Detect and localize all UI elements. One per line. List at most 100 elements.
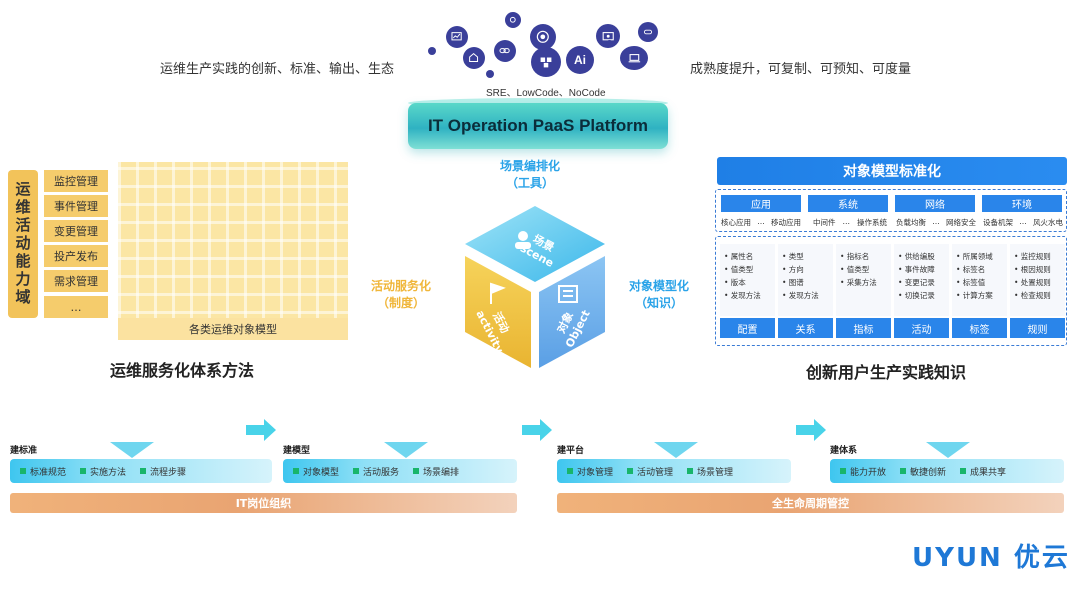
column-item: • 版本 (724, 278, 746, 287)
object-model-label: 对象模型化 （知识） (614, 278, 704, 312)
object-model-grid (118, 162, 348, 332)
paas-banner: IT Operation PaaS Platform (408, 103, 668, 149)
stage-item: 场景编排 (413, 465, 459, 478)
cat-item: 中间件 (813, 218, 836, 227)
stage-item-label: 场景管理 (697, 467, 734, 478)
category-app-items: 核心应用…移动应用 (721, 217, 801, 228)
column-item: • 标签值 (956, 278, 986, 287)
arrow-right-icon (246, 419, 276, 441)
lifecycle-bar: 全生命周期管控 (557, 493, 1064, 513)
column-item: • 值类型 (840, 265, 870, 274)
column-item: • 方向 (782, 265, 804, 274)
left-item-release: 投产发布 (44, 245, 108, 267)
column-item: • 发现方法 (782, 291, 819, 300)
stage-bar-platform: 对象管理 活动管理 场景管理 (557, 459, 791, 483)
cat-item: 网络安全 (946, 218, 976, 227)
cat-item: 移动应用 (771, 218, 801, 227)
left-item-monitor: 监控管理 (44, 170, 108, 192)
laptop-icon (620, 46, 648, 70)
gear-icon (505, 12, 521, 28)
left-item-more: … (44, 296, 108, 318)
scene-label-text: 场景编排化 (499, 159, 560, 173)
category-network: 网络 (895, 195, 975, 212)
home-icon (463, 47, 485, 69)
stage-item: 场景管理 (687, 465, 733, 478)
category-network-items: 负载均衡…网络安全 (896, 217, 976, 228)
stage-item: 对象模型 (293, 465, 339, 478)
cloud-icon (638, 22, 658, 42)
column-config-button: 配置 (720, 318, 775, 338)
stage-item-label: 成果共享 (970, 467, 1007, 478)
column-relation-items: • 类型 • 方向 • 图谱 • 发现方法 (778, 244, 833, 316)
cat-item: 负载均衡 (896, 218, 926, 227)
link-icon (494, 40, 516, 62)
cat-item: … (1019, 217, 1027, 226)
stage-item: 标准规范 (20, 465, 66, 478)
small-dot (428, 47, 436, 55)
object-model-header: 对象模型标准化 (717, 157, 1067, 185)
cubes-icon (531, 47, 561, 77)
chart-icon (446, 26, 468, 48)
ai-icon: Ai (566, 46, 594, 74)
arrow-right-icon (796, 419, 826, 441)
column-item: • 值类型 (724, 265, 754, 274)
column-item: • 变更记录 (898, 278, 935, 287)
column-activity-button: 活动 (894, 318, 949, 338)
it-org-bar: IT岗位组织 (10, 493, 517, 513)
arrow-right-icon (522, 419, 552, 441)
stage-title-platform: 建平台 (557, 446, 585, 456)
category-box (715, 189, 1067, 232)
left-slogan: 运维生产实践的创新、标准、输出、生态 (160, 62, 395, 77)
column-config-items: • 属性名 • 值类型 • 版本 • 发现方法 (720, 244, 775, 316)
category-system-items: 中间件 … 操作系统 (813, 217, 887, 228)
brand-logo: UYUN 优云 (912, 543, 1070, 573)
stage-title-standard: 建标准 (10, 446, 38, 456)
column-metric-button: 指标 (836, 318, 891, 338)
column-item: • 类型 (782, 252, 804, 261)
arrow-down-icon (110, 442, 154, 458)
category-system: 系统 (808, 195, 888, 212)
column-item: • 发现方法 (724, 291, 761, 300)
stage-item-label: 流程步骤 (150, 467, 187, 478)
column-item: • 采集方法 (840, 278, 877, 287)
stage-item-label: 标准规范 (30, 467, 67, 478)
column-item: • 图谱 (782, 278, 804, 287)
column-tag-items: • 所属领域 • 标签名 • 标签值 • 计算方案 (952, 244, 1007, 316)
column-rule-button: 规则 (1010, 318, 1065, 338)
cat-item: 设备机架 (983, 218, 1013, 227)
object-label-text: 对象模型化 (628, 279, 689, 293)
attribute-box (715, 236, 1067, 346)
stage-item-label: 敏捷创新 (910, 467, 947, 478)
activity-label-text: 活动服务化 (370, 279, 431, 293)
stage-title-model: 建模型 (283, 446, 311, 456)
activity-service-label: 活动服务化 （制度） (356, 278, 446, 312)
small-dot (486, 70, 494, 78)
cube-graphic (465, 206, 605, 368)
column-item: • 指标名 (840, 252, 870, 261)
stage-title-system: 建体系 (830, 446, 858, 456)
stage-item: 活动管理 (627, 465, 673, 478)
flag-icon (490, 282, 506, 304)
column-item: • 处置规则 (1014, 278, 1051, 287)
stage-item: 敏捷创新 (900, 465, 946, 478)
stage-bar-model: 对象模型 活动服务 场景编排 (283, 459, 517, 483)
left-item-change: 变更管理 (44, 220, 108, 242)
stage-bar-system: 能力开放 敏捷创新 成果共享 (830, 459, 1064, 483)
stage-item-label: 活动管理 (637, 467, 674, 478)
cat-item: 核心应用 (721, 218, 751, 227)
column-item: • 监控规则 (1014, 252, 1051, 261)
column-item: • 检查规则 (1014, 291, 1051, 300)
column-item: • 所属领域 (956, 252, 993, 261)
stage-item-label: 能力开放 (850, 467, 887, 478)
column-activity-items: • 供给编股 • 事件故障 • 变更记录 • 切换记录 (894, 244, 949, 316)
stage-item-label: 对象管理 (577, 467, 614, 478)
aperture-icon (530, 24, 556, 50)
stage-item: 成果共享 (960, 465, 1006, 478)
cube-right-face (539, 256, 605, 368)
cat-item: 操作系统 (857, 218, 887, 227)
stage-item: 实施方法 (80, 465, 126, 478)
cat-item: … (842, 217, 851, 226)
column-relation-button: 关系 (778, 318, 833, 338)
column-item: • 计算方案 (956, 291, 993, 300)
object-label-sub: （知识） (634, 296, 683, 310)
